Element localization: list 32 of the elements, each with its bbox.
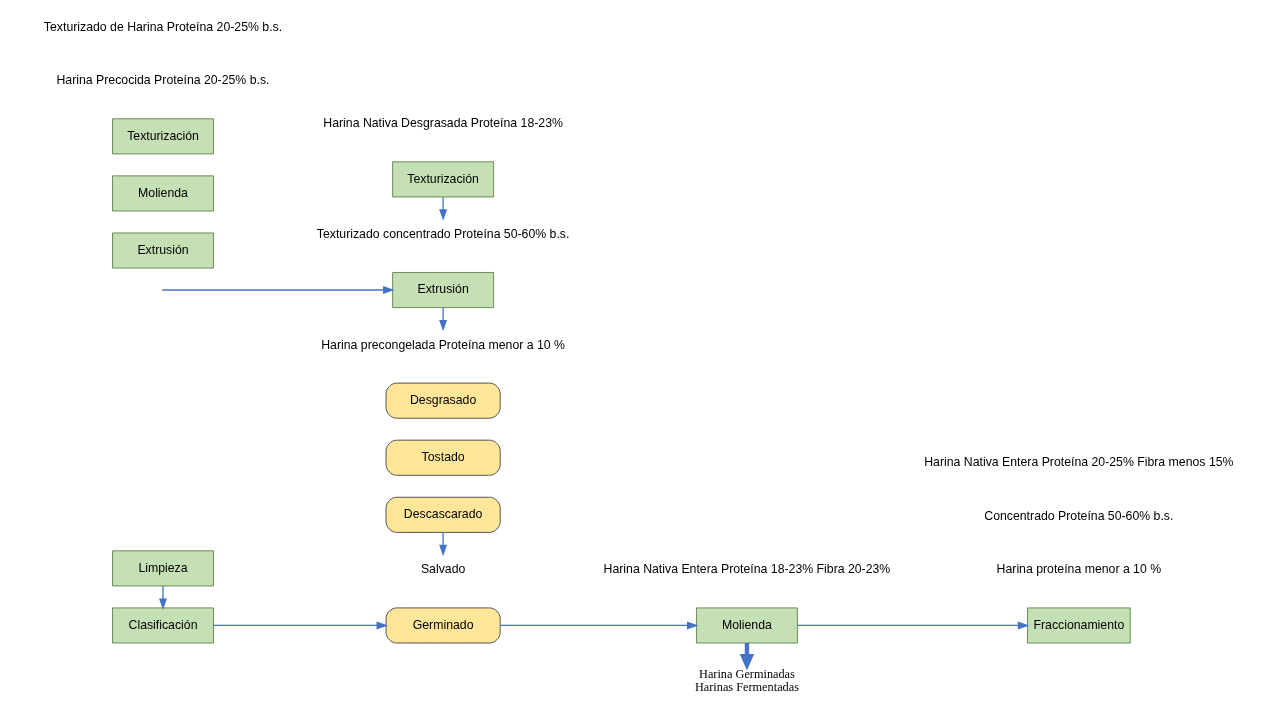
arrow — [438, 532, 447, 557]
arrow — [438, 307, 447, 332]
label: Texturizado de Harina Proteína 20-25% b.s. — [43, 19, 282, 34]
node-box: Extrusión — [111, 232, 214, 269]
label: Harina Precocida Proteína 20-25% b.s. — [56, 73, 270, 88]
node-box: Molienda — [111, 175, 214, 212]
arrow — [796, 621, 1029, 630]
label: Concentrado Proteína 50-60% b.s. — [983, 508, 1173, 523]
node-text: Texturizado concentrado Proteína 50-60% b.s. — [316, 226, 569, 241]
node-box: Fraccionamiento — [1026, 607, 1131, 644]
arrow — [162, 286, 395, 294]
label: Harina Nativa Entera Proteína 20-25% Fibra menos 15% — [923, 455, 1233, 470]
arrow — [438, 196, 447, 221]
node-text: Salvado — [420, 562, 465, 577]
label: Harina proteína menor a 10 % — [996, 562, 1161, 577]
arrow — [499, 621, 698, 630]
node-box: Clasificación — [111, 607, 214, 644]
label: Harina Nativa Desgrasada Proteína 18-23% — [322, 116, 563, 131]
node-box: Tostado — [385, 439, 501, 476]
node-text: Harina precongelada Proteína menor a 10 % — [320, 337, 565, 352]
label: Harina Nativa Entera Proteína 18-23% Fibra 20-23% — [603, 562, 890, 577]
node-box: Texturización — [391, 161, 494, 198]
node-box: Descascarado — [385, 496, 501, 533]
node-box: Molienda — [695, 607, 798, 644]
node-box: Texturización — [111, 118, 214, 155]
arrow — [212, 621, 388, 630]
node-box: Limpieza — [111, 550, 214, 587]
arrow — [158, 585, 167, 610]
node-text: Harina Germinadas Harinas Fermentadas — [694, 667, 799, 695]
node-box: Extrusión — [391, 272, 494, 308]
node-box: Desgrasado — [385, 382, 501, 419]
node-box: Germinado — [385, 607, 501, 644]
